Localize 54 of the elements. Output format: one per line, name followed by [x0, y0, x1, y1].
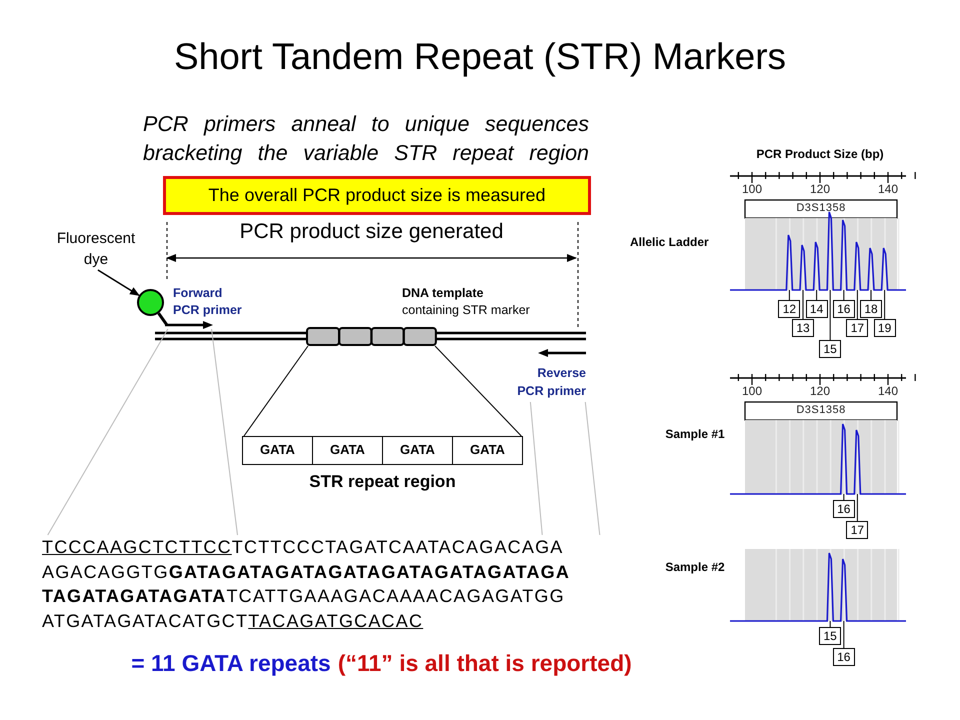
allele-label: 13 [792, 319, 814, 337]
sequence-line: AGACAGGTGGATAGATAGATAGATAGATAGATAGATAGA [42, 560, 572, 584]
slide-title: Short Tandem Repeat (STR) Markers [172, 36, 788, 78]
locus-name: D3S1358 [795, 202, 847, 214]
allele-label: 16 [832, 648, 855, 666]
sequence-line: TAGATAGATAGATATCATTGAAAGACAAAACAGAGATGG [42, 585, 566, 608]
allele-label: 17 [846, 521, 868, 539]
connector-line [243, 346, 308, 436]
repeat-unit: GATA [312, 437, 382, 464]
connector-line [157, 312, 168, 326]
allele-label: 16 [832, 300, 855, 318]
trace-label: Sample #1 [664, 426, 726, 443]
result-text: = 11 GATA repeats [131, 650, 331, 676]
repeat-unit: GATA [452, 437, 522, 464]
template-label: DNA template containing STR marker [402, 285, 531, 319]
allele-label: 19 [874, 319, 896, 337]
dye-label: Fluorescent dye [48, 228, 144, 270]
tick-label: 100 [740, 384, 764, 398]
dye-circle [137, 289, 164, 316]
allele-label: 15 [819, 627, 842, 645]
region-caption: STR repeat region [308, 472, 457, 492]
connector-line [211, 328, 238, 536]
allele-label: 15 [819, 340, 842, 358]
arrow [98, 269, 140, 296]
tick-label: 120 [808, 384, 832, 398]
connector-line [434, 346, 522, 436]
tick-label: 140 [876, 384, 900, 398]
repeat-region-box [242, 436, 523, 465]
tick-label: 100 [740, 182, 764, 196]
trace-label: Allelic Ladder [630, 235, 710, 249]
intro-text: PCR primers anneal to unique sequences bracketing the variable STR repeat region [143, 111, 589, 167]
connector-line [530, 402, 543, 536]
result-note: (“11” is all that is reported) [338, 650, 632, 676]
connector-line [584, 402, 600, 536]
repeat-unit: GATA [259, 441, 296, 459]
tick-label: 140 [876, 182, 900, 196]
primer-label: Reverse PCR primer [516, 365, 586, 400]
trace-label: Sample #2 [664, 559, 726, 576]
allele-label: 16 [832, 500, 855, 518]
repeat-unit: GATA [382, 437, 452, 464]
primer-label: Forward PCR primer [173, 285, 243, 319]
allele-label: 12 [778, 300, 800, 318]
dimension-label: PCR product size generated [238, 220, 504, 244]
tick-label: 120 [808, 182, 832, 196]
locus-name: D3S1358 [795, 404, 847, 416]
allele-label: 14 [806, 300, 828, 318]
str-marker-block [306, 327, 437, 346]
allele-label: 17 [846, 319, 868, 337]
sequence-line: ATGATAGATACATGCTTACAGATGCACAC [42, 610, 424, 632]
connector-line [47, 328, 168, 536]
axis-title: PCR Product Size (bp) [755, 147, 885, 161]
allele-label: 18 [860, 300, 882, 318]
sequence-line: TCCCAAGCTCTTCCTCTTCCCTAGATCAATACAGACAGA [42, 536, 564, 559]
callout-box: The overall PCR product size is measured [163, 176, 591, 215]
